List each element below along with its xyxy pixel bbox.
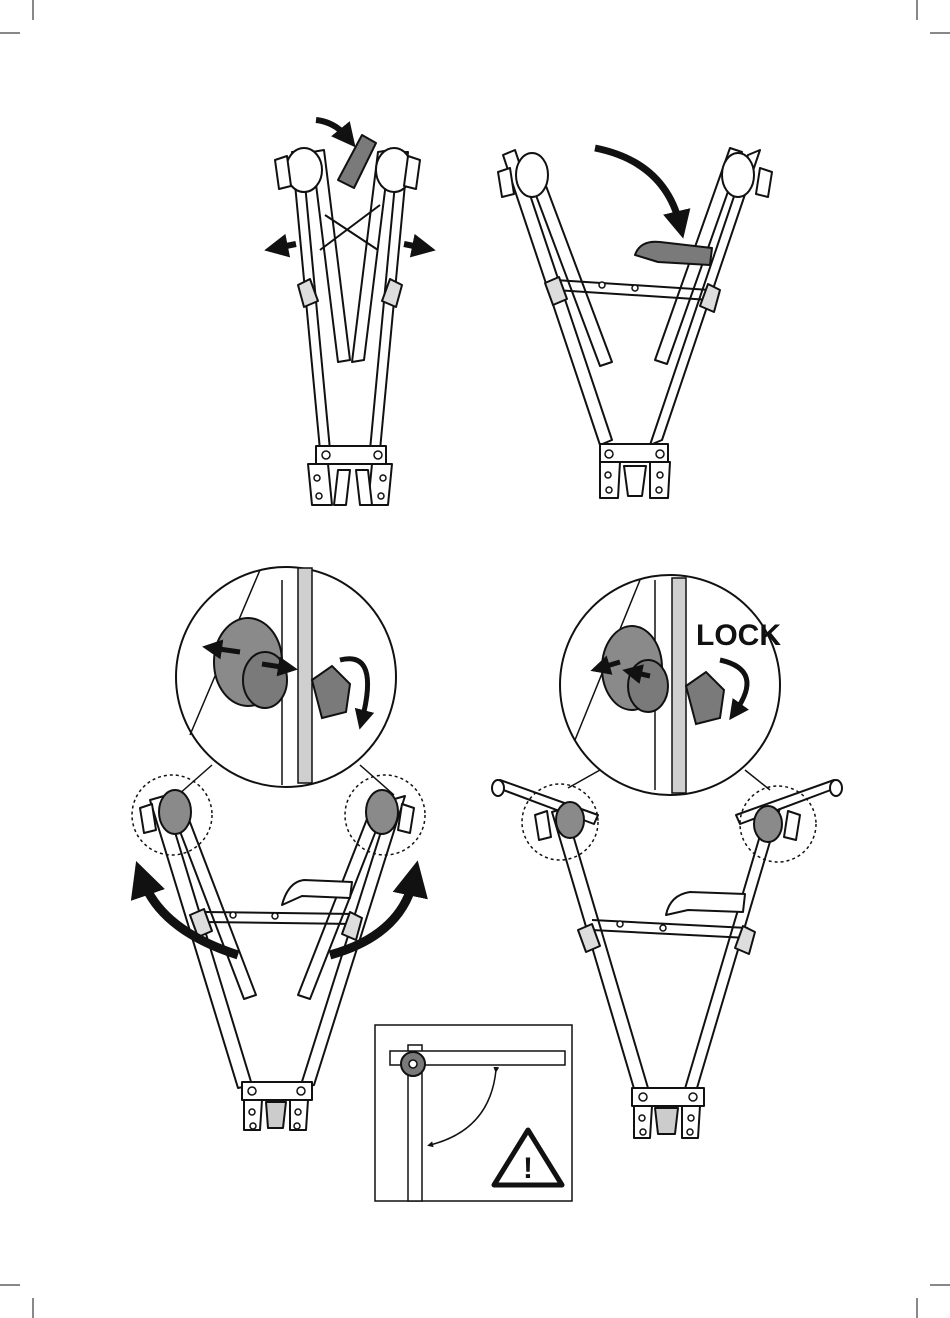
step-2-arrow [595,148,680,225]
angle-warning-inset: ! [375,1025,572,1201]
lock-label: LOCK [696,619,781,652]
warning-mark: ! [523,1152,533,1185]
step-4-detail-circle: LOCK [560,575,781,795]
step-3-detail-circle [176,567,396,795]
step-3-carrier [140,790,414,1130]
step-1-folded-carrier [275,135,420,505]
step-2-carrier [498,148,772,498]
